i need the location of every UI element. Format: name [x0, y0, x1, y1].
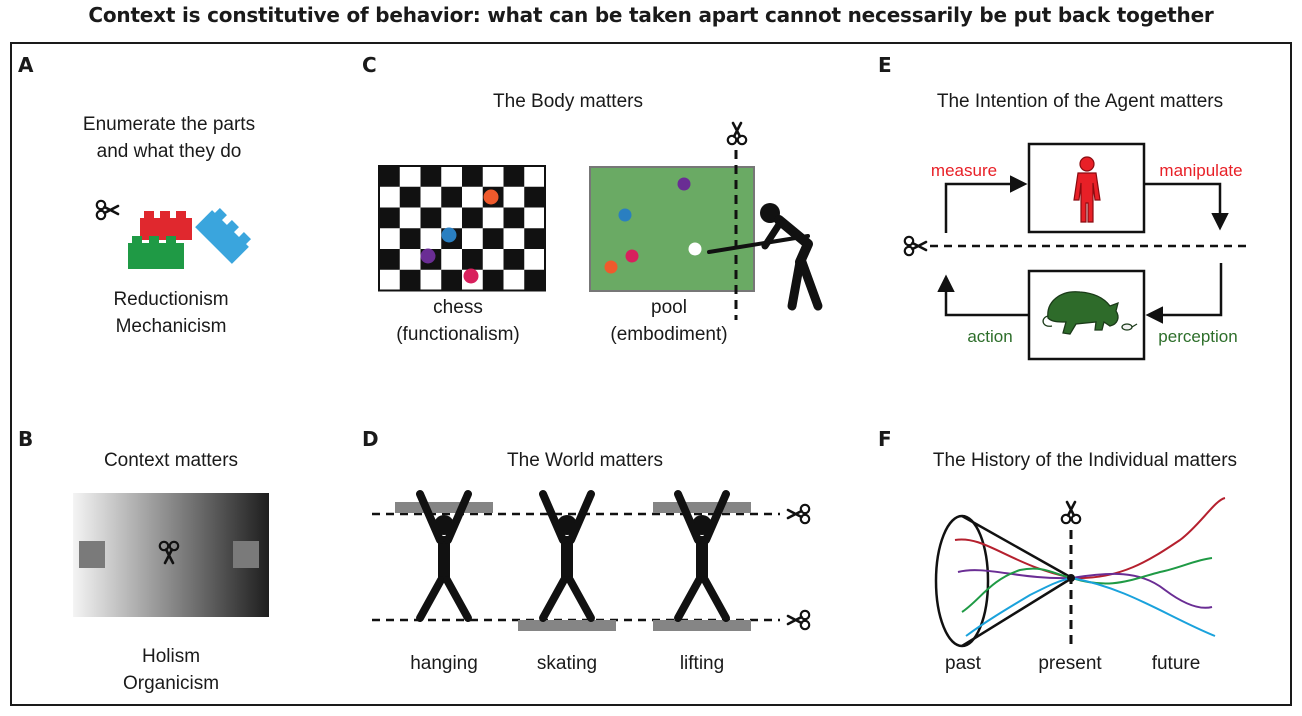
chess-square	[379, 166, 400, 187]
panel-e-title: The Intention of the Agent matters	[936, 91, 1224, 112]
past-label: past	[945, 653, 981, 674]
perception-label: perception	[1158, 327, 1238, 346]
skating-surface	[518, 620, 616, 631]
chess-sublabel: (functionalism)	[396, 324, 520, 345]
panel-b-caption-line2: Organicism	[122, 673, 220, 694]
chess-square	[379, 249, 400, 270]
chess-square	[482, 269, 504, 291]
chess-square	[441, 269, 462, 291]
panel-b-caption-line1: Holism	[141, 646, 201, 667]
panel-f-title: The History of the Individual matters	[932, 450, 1238, 471]
lifting-floor	[653, 620, 751, 631]
panel-a-caption-line2: Mechanicism	[115, 316, 227, 337]
chess-square	[399, 228, 421, 249]
lifting-label: lifting	[679, 653, 725, 674]
lifting-bar-top	[653, 502, 751, 513]
scissors-icon-e	[903, 235, 928, 257]
scissors-icon-d-top	[786, 503, 811, 525]
chess-square	[524, 186, 545, 208]
pool-sublabel: (embodiment)	[610, 324, 728, 345]
chess-square	[399, 186, 421, 208]
panel-a-title-line1: Enumerate the parts	[82, 114, 256, 135]
panel-e-label: E	[878, 53, 892, 77]
panel-f-label: F	[878, 427, 892, 451]
skating-label: skating	[536, 653, 598, 674]
hanging-label: hanging	[410, 653, 478, 674]
chess-square	[462, 207, 483, 229]
chess-square	[503, 249, 525, 270]
panel-d-title: The World matters	[507, 450, 663, 471]
pool-player-icon	[707, 203, 823, 311]
chess-pieces	[420, 189, 499, 284]
pool-table	[589, 166, 755, 292]
panel-b-title: Context matters	[103, 450, 239, 471]
chess-square	[462, 249, 483, 270]
scissors-icon-d-bottom	[786, 609, 811, 631]
perception-arrow	[1145, 263, 1223, 324]
action-label: action	[967, 327, 1013, 346]
history-curves	[954, 497, 1226, 637]
chessboard	[378, 165, 546, 292]
panel-c-label: C	[362, 53, 377, 77]
person-icon	[1073, 156, 1101, 223]
chess-square	[399, 269, 421, 291]
chess-square	[524, 228, 545, 249]
figure-title: Context is constitutive of behavior: wha…	[88, 3, 1214, 27]
chess-square	[503, 166, 525, 187]
chess-square	[482, 228, 504, 249]
panel-c-title: The Body matters	[493, 91, 643, 112]
chess-square	[503, 207, 525, 229]
chess-square	[462, 166, 483, 187]
stick-figure-icon-skating	[543, 494, 591, 618]
panel-a-title-line2: and what they do	[96, 141, 242, 162]
chess-square	[524, 269, 545, 291]
gradient-rectangle	[73, 493, 269, 617]
panel-a-label: A	[18, 53, 34, 77]
scissors-icon-f	[1060, 500, 1082, 525]
scissors-icon-c	[726, 121, 748, 146]
action-arrow	[937, 274, 1029, 317]
future-label: future	[1151, 653, 1201, 674]
chess-label: chess	[433, 297, 483, 318]
chess-square	[441, 186, 462, 208]
hanging-bar	[395, 502, 493, 513]
panel-b-label: B	[18, 427, 34, 451]
present-label: present	[1038, 653, 1102, 674]
chess-square	[379, 207, 400, 229]
pool-label: pool	[651, 297, 687, 318]
measure-label: measure	[930, 161, 998, 180]
scissors-icon-a	[95, 199, 120, 221]
figure-frame	[10, 42, 1292, 706]
chess-square	[420, 207, 442, 229]
panel-a-caption-line1: Reductionism	[113, 289, 229, 310]
cat-mouse-icon	[1042, 291, 1138, 335]
lego-bricks	[128, 208, 251, 269]
manipulate-label: manipulate	[1159, 161, 1243, 180]
cone	[934, 514, 1073, 648]
panel-d-label: D	[362, 427, 379, 451]
chess-square	[420, 166, 442, 187]
measure-arrow	[944, 175, 1028, 233]
manipulate-arrow	[1144, 182, 1229, 231]
